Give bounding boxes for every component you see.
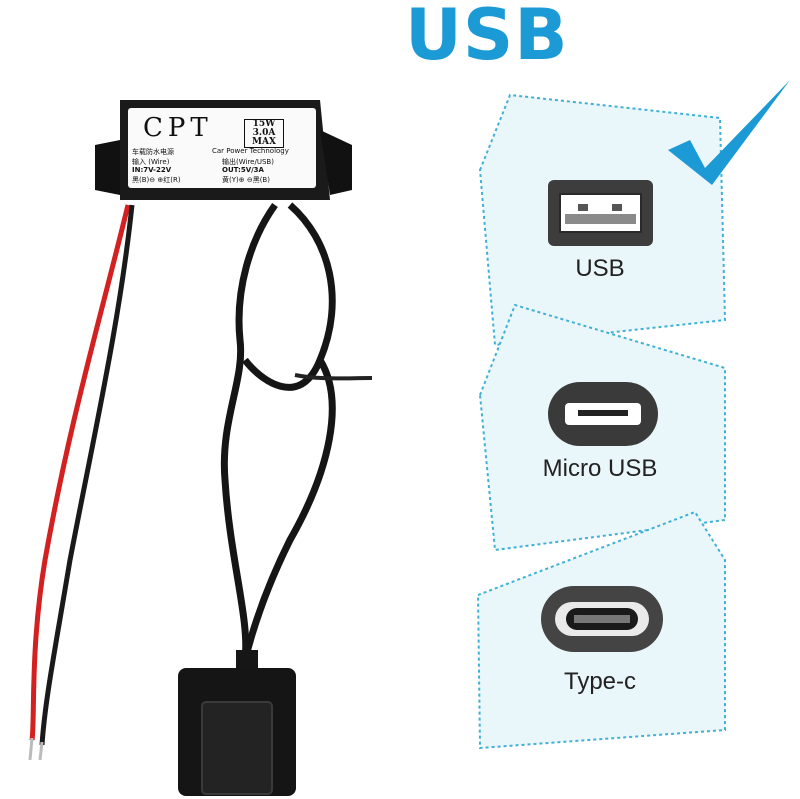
black-wire [39,204,135,746]
output-label: 输出(Wire/USB) [222,158,274,166]
wire-tip [28,737,34,761]
checkmark-icon [668,80,790,185]
page-title: USB [405,0,569,76]
spec-box: 15W 3.0A MAX [244,119,284,148]
wire-tip [38,741,44,761]
brand-label: CPT [143,113,213,143]
spec-power: 15W [252,119,276,129]
subtitle-cn: 车载防水电源 [132,148,174,156]
usb-a-port-icon [548,180,653,246]
output-spec: OUT:5V/3A [222,166,264,174]
spec-max: MAX [252,137,276,147]
usb-c-port-icon [541,586,663,652]
usb-cable [220,202,278,661]
converter-label [128,108,316,188]
spec-current: 3.0A [252,128,276,138]
micro-usb-label: Micro USB [542,455,658,482]
usb-label: USB [575,255,625,282]
subtitle-en: Car Power Technology [212,147,289,155]
zip-tie [294,373,373,381]
micro-usb-port-icon [548,382,658,446]
input-wires: 黑(B)⊖ ⊕红(R) [132,176,181,184]
input-label: 输入 (Wire) [132,158,170,166]
output-wires: 黄(Y)⊕ ⊖黑(B) [222,176,270,184]
type-c-label: Type-c [563,668,637,695]
input-spec: IN:7V-22V [132,166,172,174]
red-wire [29,204,131,741]
